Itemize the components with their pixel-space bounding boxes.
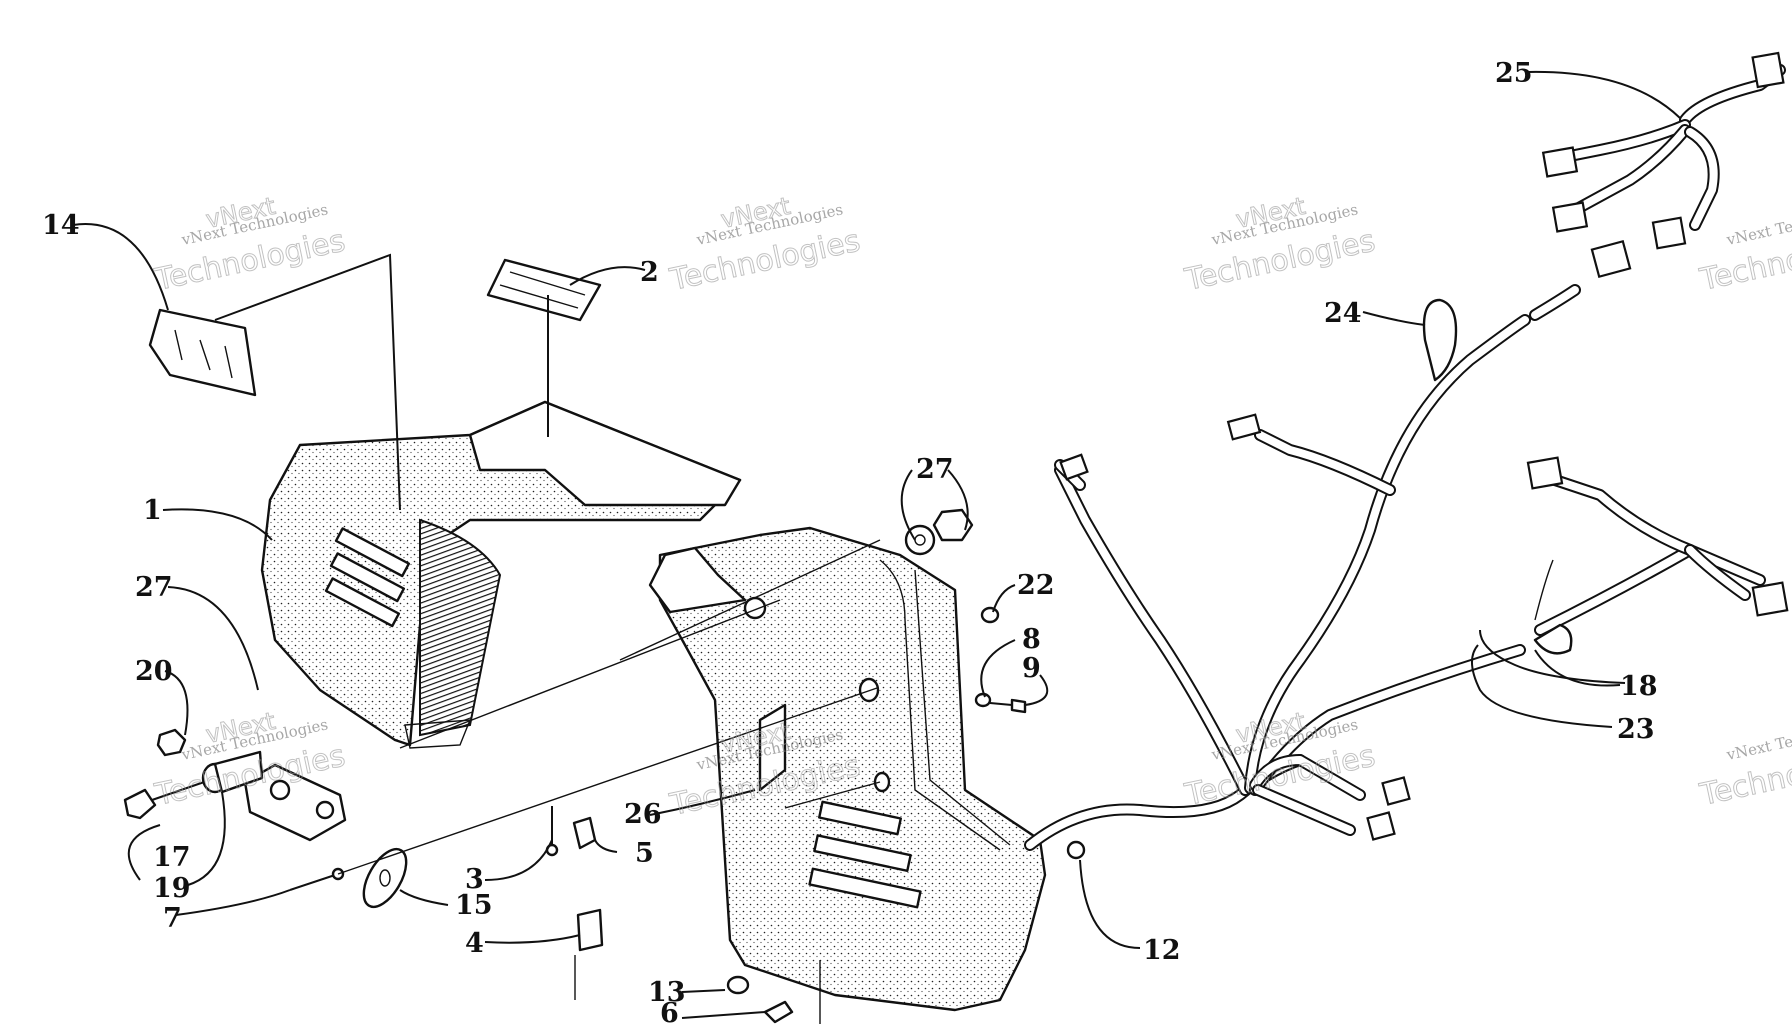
wiring-harness-21 — [1024, 284, 1766, 851]
callout-21: 23 — [1617, 714, 1655, 745]
watermark: vNext Technologies — [1724, 715, 1792, 764]
dash-console — [260, 400, 742, 749]
callout-20: 22 — [1017, 570, 1055, 601]
svg-text:vNext Technologies: vNext Technologies — [1724, 200, 1792, 249]
callout-7: 7 — [163, 903, 182, 934]
bolt-7 — [289, 867, 345, 891]
ignition-switch-19 — [201, 750, 264, 794]
washer-25-nut-26 — [904, 508, 974, 556]
tie-strap-17 — [1533, 559, 1573, 655]
callout-16: 17 — [153, 842, 191, 873]
callout-5: 5 — [635, 838, 654, 869]
decal-plate-2 — [486, 258, 602, 322]
callout-27: 27 — [135, 572, 173, 603]
washer-20 — [980, 606, 1000, 624]
callout-1: 1 — [143, 495, 162, 526]
callout-12: 12 — [1143, 935, 1181, 966]
lens-14 — [148, 308, 257, 397]
nut-18 — [156, 728, 187, 757]
callouts: 14 2 1 27 20 17 19 7 15 3 4 5 26 13 6 27… — [42, 58, 1658, 1024]
key-16 — [123, 779, 211, 820]
callout-24: 26 — [624, 799, 662, 830]
svg-text:vNext Technologies: vNext Technologies — [1724, 715, 1792, 764]
callout-13: 13 — [648, 977, 686, 1008]
callout-9: 9 — [1022, 653, 1041, 684]
bracket-3-4-5 — [545, 808, 604, 1000]
callout-22: 24 — [1324, 298, 1362, 329]
callout-25: 27 — [916, 454, 954, 485]
callout-3: 3 — [465, 864, 484, 895]
grommet-12 — [1066, 840, 1086, 860]
callout-2: 2 — [640, 257, 659, 288]
connector-plugs — [1059, 51, 1789, 841]
callout-15: 15 — [455, 890, 493, 921]
callout-23: 25 — [1495, 58, 1533, 89]
clip-22 — [1422, 298, 1458, 382]
switch-bracket-27 — [243, 763, 347, 842]
leader-lines — [72, 70, 1681, 1024]
grommet-15 — [362, 847, 408, 909]
washer-13-bolt-6 — [726, 975, 794, 1024]
harness-23 — [1554, 64, 1786, 231]
callout-17: 18 — [1620, 671, 1658, 702]
screw-8-9 — [974, 692, 1027, 714]
callout-4: 4 — [465, 928, 484, 959]
watermark: vNext Technologies — [1724, 200, 1792, 249]
callout-14: 14 — [42, 210, 80, 241]
callout-18: 20 — [135, 656, 173, 687]
callout-8: 8 — [1022, 624, 1041, 655]
callout-6: 6 — [660, 998, 679, 1024]
callout-19: 19 — [153, 873, 191, 904]
